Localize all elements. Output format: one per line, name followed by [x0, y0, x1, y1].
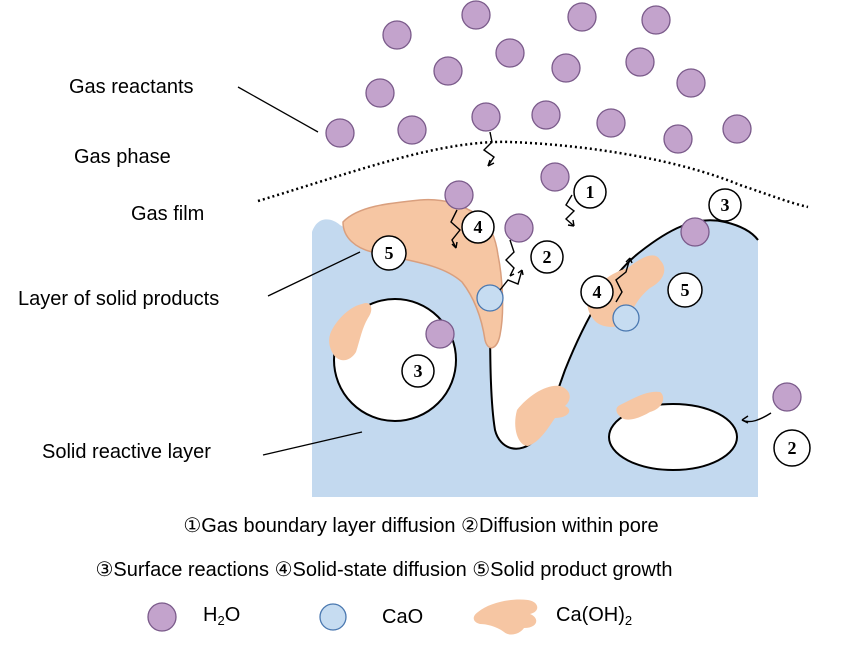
step-marker-text: 4	[474, 217, 483, 237]
gas-reactants-label: Gas reactants	[69, 76, 194, 98]
step-marker-1	[573, 175, 607, 209]
gas-film-boundary	[257, 140, 809, 209]
cao-key-label: CaO	[382, 606, 424, 628]
steps-legend-line2: ③Surface reactions ④Solid-state diffusio…	[95, 559, 673, 581]
caoh2-key-label: Ca(OH)2	[556, 604, 633, 628]
pointer-line	[267, 251, 361, 297]
step-marker-text: 2	[543, 247, 552, 267]
cao-key-symbol	[319, 603, 347, 631]
step-marker-2	[530, 240, 564, 274]
pointer-line	[262, 431, 363, 456]
step-marker-text: 5	[385, 243, 394, 263]
step-marker-text: 5	[681, 280, 690, 300]
gas-phase-label: Gas phase	[74, 146, 171, 168]
step-marker-text: 3	[414, 361, 423, 381]
product-flake	[329, 302, 372, 361]
step-marker-5	[371, 235, 407, 271]
step-marker-4	[461, 210, 495, 244]
pore-right	[608, 403, 738, 471]
step-marker-text: 3	[721, 195, 730, 215]
caoh2-key-symbol	[473, 599, 538, 635]
pore-left	[333, 298, 457, 422]
h2o-key-label: H2O	[203, 604, 241, 628]
h2o-molecules	[325, 0, 802, 412]
step-markers	[371, 175, 811, 467]
solid-products-label: Layer of solid products	[18, 288, 220, 310]
solid-reactive-label: Solid reactive layer	[42, 441, 211, 463]
product-flake	[515, 385, 570, 446]
step-marker-5	[667, 272, 703, 308]
solid-product-right	[587, 255, 665, 327]
step-marker-text: 1	[586, 182, 595, 202]
steps-legend-line1: ①Gas boundary layer diffusion ②Diffusion…	[183, 515, 659, 537]
step-marker-3	[401, 354, 435, 388]
step-marker-3	[708, 188, 742, 222]
step-marker-2	[773, 429, 811, 467]
h2o-key-symbol	[147, 602, 177, 632]
step-marker-text: 2	[788, 438, 797, 458]
step-marker-4	[580, 275, 614, 309]
gas-film-label: Gas film	[131, 203, 205, 225]
diffusion-arrows	[450, 131, 772, 424]
cao-particles	[476, 284, 640, 332]
pointer-line	[237, 86, 319, 133]
step-marker-text: 4	[593, 282, 602, 302]
product-flake	[616, 391, 664, 420]
